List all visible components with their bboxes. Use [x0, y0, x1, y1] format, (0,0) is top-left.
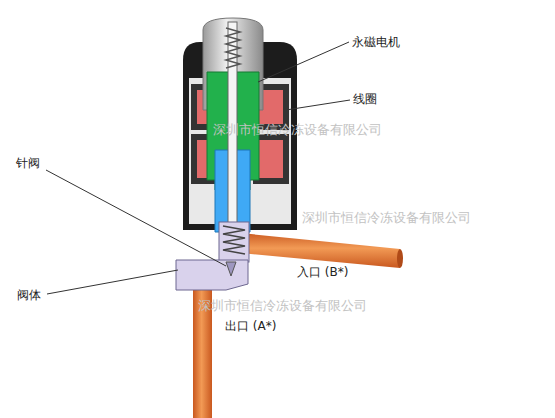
watermark: 深圳市恒信冷冻设备有限公司 — [213, 122, 382, 137]
part-label: 线圈 — [353, 92, 377, 106]
spring — [223, 226, 245, 254]
part-label: 永磁电机 — [352, 35, 400, 49]
inlet-pipe — [230, 232, 400, 268]
needle-tip — [226, 262, 236, 276]
leader-line — [46, 170, 226, 266]
port-label: 入口 (B*) — [297, 265, 348, 279]
valve-body — [176, 260, 248, 290]
watermark: 深圳市恒信冷冻设备有限公司 — [302, 210, 471, 225]
coil — [259, 140, 283, 178]
leader-line — [286, 100, 350, 110]
port-label: 出口 (A*) — [225, 319, 276, 333]
leader-line — [258, 42, 349, 82]
pipe-end — [397, 249, 403, 268]
part-label: 针阀 — [16, 156, 40, 170]
spring — [226, 28, 240, 68]
valve-neck — [219, 222, 249, 262]
watermark: 深圳市恒信冷冻设备有限公司 — [198, 298, 367, 313]
part-label: 阀体 — [17, 288, 41, 302]
leader-line — [47, 270, 178, 294]
